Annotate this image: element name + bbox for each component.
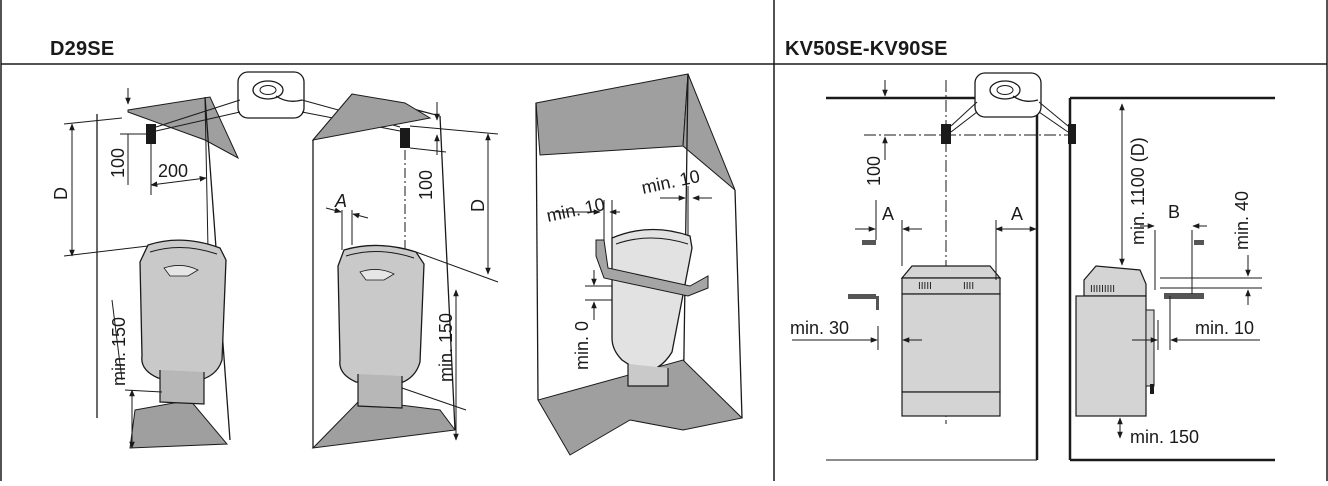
kv-label-min30: min. 30	[790, 318, 849, 338]
svg-text:IIIII: IIIII	[918, 281, 932, 292]
kv-side-view: IIIIIIIII min. 1100 (D) B min. 40 min. 1…	[1068, 96, 1275, 462]
svg-text:IIII: IIII	[963, 281, 974, 292]
d1-label-200: 200	[158, 161, 188, 181]
d1-label-min150: min. 150	[109, 317, 129, 386]
sensor-icon	[989, 80, 1039, 102]
d2-label-100: 100	[416, 170, 436, 200]
kv-label-A-right: A	[1011, 204, 1023, 224]
sensor-block	[1068, 124, 1076, 144]
svg-text:IIIIIIIII: IIIIIIIII	[1090, 284, 1115, 295]
header-d29se: D29SE	[50, 38, 115, 60]
d3-label-min10-right: min. 10	[640, 166, 702, 198]
d2-label-A: A	[334, 191, 347, 211]
sensor-icon	[252, 80, 303, 102]
d1-label-D: D	[51, 187, 71, 200]
d29se-wall-view-2: A 100 D min. 150	[311, 93, 499, 449]
d3-label-min10-left: min. 10	[545, 194, 607, 226]
sensor-block	[941, 124, 951, 144]
d29se-wall-view-1: 100 200 D min. 150	[51, 88, 240, 449]
d3-label-min0: min. 0	[572, 321, 592, 370]
d29se-corner-view: min. 10 min. 10 min. 0	[535, 73, 744, 456]
kv-label-B: B	[1168, 202, 1180, 222]
kv-label-min40: min. 40	[1232, 191, 1252, 250]
kv-front-view: IIIII IIII 100 A A min. 30	[790, 80, 1075, 461]
sensor-block	[146, 124, 156, 144]
sensor-block	[400, 128, 410, 148]
header-kv50se-kv90se: KV50SE-KV90SE	[785, 38, 948, 60]
kv-label-min10: min. 10	[1195, 318, 1254, 338]
sensor-callout-right	[950, 72, 1069, 133]
kv-label-A-left: A	[882, 204, 894, 224]
kv-label-1100D: min. 1100 (D)	[1128, 137, 1148, 245]
d2-label-D: D	[468, 199, 488, 212]
d1-label-100: 100	[108, 148, 128, 178]
kv-label-100: 100	[864, 156, 884, 186]
kv-label-min150: min. 150	[1130, 427, 1199, 447]
d2-label-min150: min. 150	[436, 313, 456, 382]
